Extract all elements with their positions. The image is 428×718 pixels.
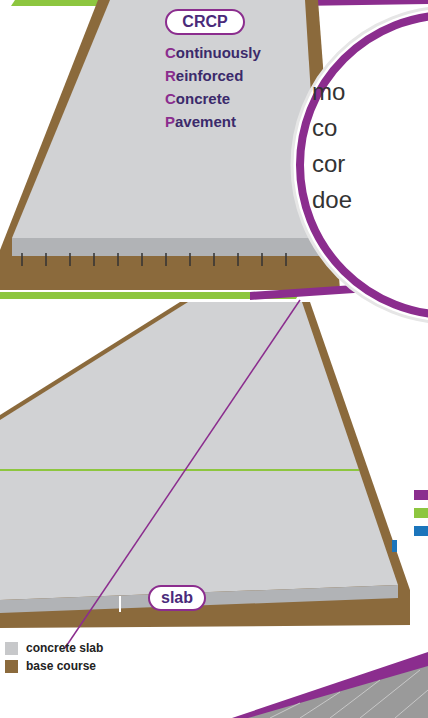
legend-swatch [5,660,18,673]
legend-label: base course [26,659,96,673]
photo [248,666,428,718]
photo-frame [232,652,428,718]
label-pill: CRCP [165,9,245,35]
dowel-mark [392,540,397,552]
circle-outline [290,5,428,325]
legend-swatch [5,642,18,655]
callout-text: mo co cor doe [312,74,352,218]
circle-border [300,15,428,315]
pill-label: CRCP [182,13,227,31]
legend-label: concrete slab [26,641,103,655]
label-pill: slab [148,585,206,611]
legend-square [414,508,428,518]
acronym-word: Pavement [165,113,236,130]
concrete-slab [12,0,320,238]
concrete-slab [0,302,398,600]
base-course [0,0,340,290]
slab-front [0,585,398,613]
legend-entry: base course [5,659,96,673]
acronym-word: Continuously [165,44,261,61]
acronym-word: Reinforced [165,67,243,84]
base-course [0,302,410,628]
photo-texture [270,670,428,718]
transverse-joint [0,469,359,471]
circle-ring [292,7,428,323]
callout-circle: mo co cor doe [290,5,428,325]
legend-square [414,526,428,536]
rebar-ends [22,253,286,266]
leader-line [65,300,300,648]
legend-entry: concrete slab [5,641,103,655]
acronym-word: Concrete [165,90,230,107]
joint-line [119,596,121,612]
legend-square [414,490,428,500]
pill-label: slab [161,589,193,607]
